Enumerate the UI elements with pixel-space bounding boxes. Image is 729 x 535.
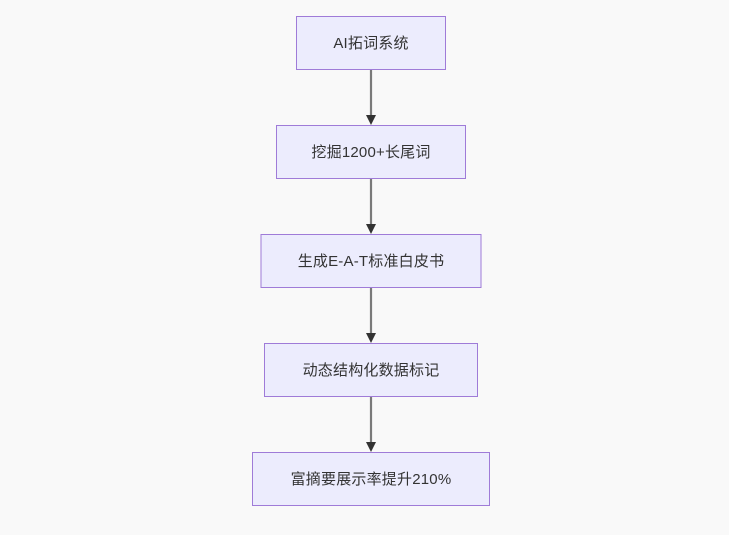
arrow-down-icon — [366, 70, 376, 125]
flow-edge-1 — [364, 70, 378, 125]
flow-node-1[interactable]: AI拓词系统 — [296, 16, 446, 70]
flow-edge-4 — [364, 397, 378, 452]
arrow-down-icon — [366, 179, 376, 234]
flow-node-4-label: 动态结构化数据标记 — [302, 361, 440, 379]
flow-node-5-label: 富摘要展示率提升210% — [290, 470, 452, 488]
flow-node-4[interactable]: 动态结构化数据标记 — [264, 343, 478, 397]
flow-node-1-label: AI拓词系统 — [333, 34, 409, 52]
flow-edge-3 — [364, 288, 378, 343]
flow-edge-2 — [364, 179, 378, 234]
flow-node-3[interactable]: 生成E-A-T标准白皮书 — [260, 234, 482, 288]
flow-node-3-label: 生成E-A-T标准白皮书 — [297, 252, 445, 270]
flow-node-2[interactable]: 挖掘1200+长尾词 — [276, 125, 466, 179]
flow-node-5[interactable]: 富摘要展示率提升210% — [252, 452, 490, 506]
arrow-down-icon — [366, 397, 376, 452]
arrow-down-icon — [366, 288, 376, 343]
flow-node-2-label: 挖掘1200+长尾词 — [311, 143, 431, 161]
